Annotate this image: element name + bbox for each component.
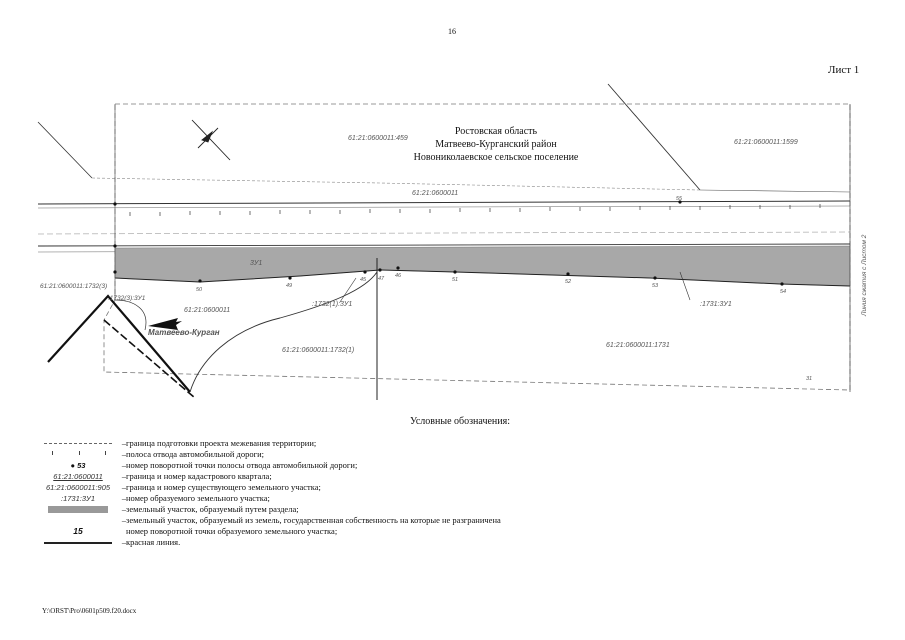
label-parcel-459: 61:21:0600011:459 xyxy=(348,135,408,142)
legend-item-quarter: 61:21:0600011 – граница и номер кадастро… xyxy=(40,471,680,482)
legend-text: граница подготовки проекта межевания тер… xyxy=(126,438,317,448)
cadastral-map: Ростовская область Матвеево-Курганский р… xyxy=(37,83,868,400)
label-new-1732-3: :1732(3):3У1 xyxy=(108,295,146,302)
region-line-3: Новониколаевское сельское поселение xyxy=(414,152,579,163)
turning-points xyxy=(113,200,784,286)
point-label: 52 xyxy=(565,279,571,285)
legend-item-project-boundary: – граница подготовки проекта межевания т… xyxy=(40,438,680,449)
quarter-boundary-top xyxy=(91,177,701,191)
label-parcel-1732-3: 61:21:0600011:1732(3) xyxy=(40,283,107,290)
page-number: 16 xyxy=(448,27,456,36)
legend-text: номер поворотной точки полосы отвода авт… xyxy=(126,460,358,470)
label-parcel-1599: 61:21:0600011:1599 xyxy=(734,139,798,146)
north-arrow-icon xyxy=(191,119,231,161)
leader-1731 xyxy=(679,271,691,301)
legend-text: граница и номер кадастрового квартала; xyxy=(126,471,272,481)
diag-line-right xyxy=(607,83,701,191)
point-label: 31 xyxy=(806,376,812,382)
legend-item-new-point: 15 – номер поворотной точки образуемого … xyxy=(40,526,680,537)
region-line-2: Матвеево-Курганский район xyxy=(435,139,557,150)
label-new-1732-1: :1732(1):3У1 xyxy=(312,301,352,308)
legend-item-new-parcel-number: :1731:3У1 – номер образуемого земельного… xyxy=(40,493,680,504)
parcel-boundary-small xyxy=(114,299,147,331)
legend-item-division-parcel: – земельный участок, образуемый путем ра… xyxy=(40,504,680,515)
label-road-name: Матвеево-Курган xyxy=(148,328,220,337)
legend-symbol: ● 53 xyxy=(70,461,86,470)
legend-item-existing-parcel: 61:21:0600011:905 – граница и номер суще… xyxy=(40,482,680,493)
legend-text: номер образуемого земельного участка; xyxy=(126,493,270,503)
legend-text: красная линия. xyxy=(126,537,181,547)
road-line-1 xyxy=(37,200,851,205)
region-line-1: Ростовская область xyxy=(455,126,538,137)
label-new-1731: :1731:3У1 xyxy=(700,301,732,308)
label-parcel-1731: 61:21:0600011:1731 xyxy=(606,342,670,349)
diag-line-left xyxy=(37,121,93,179)
right-of-way-line xyxy=(114,269,851,287)
label-continuation: Линия сжатия с Листом 2 xyxy=(861,234,868,317)
parcel-boundary-curve xyxy=(189,271,378,393)
footer-file-path: Y:\ORST\Pro\0601p509.f20.docx xyxy=(42,607,137,615)
label-quarter-top: 61:21:0600011 xyxy=(412,190,458,197)
point-label: 51 xyxy=(452,277,458,283)
sheet-label: Лист 1 xyxy=(828,64,860,76)
road-line-3 xyxy=(37,231,851,235)
label-parcel-1732-1: 61:21:0600011:1732(1) xyxy=(282,347,354,354)
legend-item-red-line: – красная линия. xyxy=(40,537,680,548)
road-line-2 xyxy=(37,205,851,209)
point-label: 46 xyxy=(395,273,402,279)
label-band: 3У1 xyxy=(250,260,262,267)
point-label: 45 xyxy=(360,277,367,283)
legend-title: Условные обозначения: xyxy=(409,416,510,427)
right-of-way-ticks xyxy=(129,204,821,216)
legend-item-state-land-parcel: – земельный участок, образуемый из земел… xyxy=(121,515,501,525)
legend-text: номер поворотной точки образуемого земел… xyxy=(126,526,338,536)
legend-text: граница и номер существующего земельного… xyxy=(126,482,321,492)
point-label: 55 xyxy=(676,196,683,202)
point-label: 47 xyxy=(378,276,385,282)
legend-item-right-of-way: – полоса отвода автомобильной дороги; xyxy=(40,449,680,460)
red-line-dashed xyxy=(103,319,196,399)
point-label: 50 xyxy=(196,287,203,293)
legend: – граница подготовки проекта межевания т… xyxy=(40,438,680,548)
legend-symbol: 61:21:0600011:905 xyxy=(45,483,111,492)
point-label: 53 xyxy=(652,283,659,289)
legend-symbol: 15 xyxy=(73,526,83,536)
direction-arrow-icon xyxy=(148,318,182,330)
legend-text: земельный участок, образуемый из земель,… xyxy=(126,515,501,525)
point-label: 54 xyxy=(780,289,786,295)
label-quarter-mid: 61:21:0600011 xyxy=(184,307,230,314)
legend-text: полоса отвода автомобильной дороги; xyxy=(126,449,265,459)
legend-item-road-point: ● 53 – номер поворотной точки полосы отв… xyxy=(40,460,680,471)
legend-symbol: 61:21:0600011 xyxy=(53,472,103,481)
road-line-4 xyxy=(37,243,851,247)
parcel-line-top xyxy=(699,189,851,193)
legend-symbol: :1731:3У1 xyxy=(61,494,95,503)
red-line xyxy=(47,294,191,393)
legend-text: земельный участок, образуемый путем разд… xyxy=(126,504,299,514)
point-label: 49 xyxy=(286,283,292,289)
leader-1732-1 xyxy=(339,277,357,303)
